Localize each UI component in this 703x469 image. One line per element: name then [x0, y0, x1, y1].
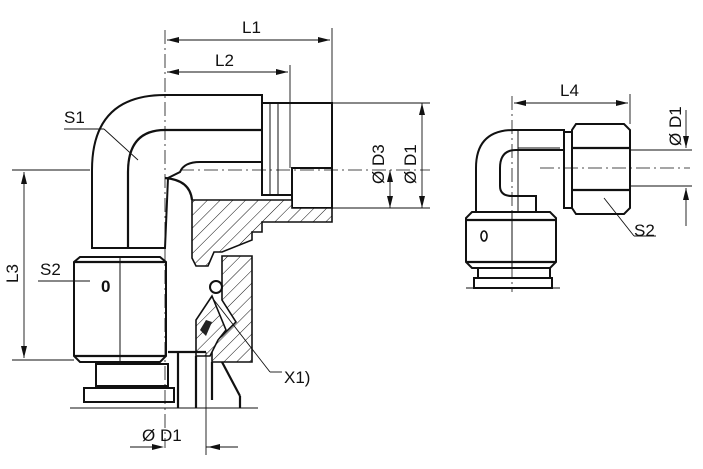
label-d1-right-view: Ø D1: [666, 106, 685, 146]
right-elbow-tube: [475, 129, 565, 213]
right-nut-ring: [563, 131, 573, 209]
label-l2: L2: [215, 51, 234, 70]
label-s1: S1: [64, 108, 85, 127]
lower-base: [83, 387, 175, 403]
label-s2-right: S2: [634, 221, 655, 240]
nut-mark-left: 0: [101, 277, 110, 296]
label-l1: L1: [242, 18, 261, 37]
section-hatch-body: [191, 199, 333, 267]
right-lower-ring: [477, 267, 551, 279]
label-d1-right: Ø D1: [401, 144, 420, 184]
elbow-inner-curve: [164, 176, 194, 201]
lower-ring: [95, 363, 169, 387]
label-s2-left: S2: [40, 260, 61, 279]
right-nut-mark: [480, 230, 488, 242]
male-stud-bore: [291, 167, 333, 209]
label-l4: L4: [560, 81, 579, 100]
label-x1: X1): [284, 368, 310, 387]
elbow-inner-bend: [126, 128, 262, 248]
right-view-elbow-fitting: L4 Ø D1 S2: [465, 81, 692, 292]
right-nut-s2: [571, 123, 631, 215]
elbow-tube-body: [91, 94, 263, 249]
label-d3: Ø D3: [369, 144, 388, 184]
label-l3: L3: [3, 264, 22, 283]
right-lower-base: [473, 277, 553, 289]
cutting-ring: [200, 320, 212, 336]
left-view-elbow-fitting: 0 L1 L2 L3 S1: [3, 18, 430, 455]
label-d1-bottom: Ø D1: [142, 426, 182, 445]
o-ring: [209, 280, 223, 294]
section-hatch-cone: [195, 294, 227, 357]
